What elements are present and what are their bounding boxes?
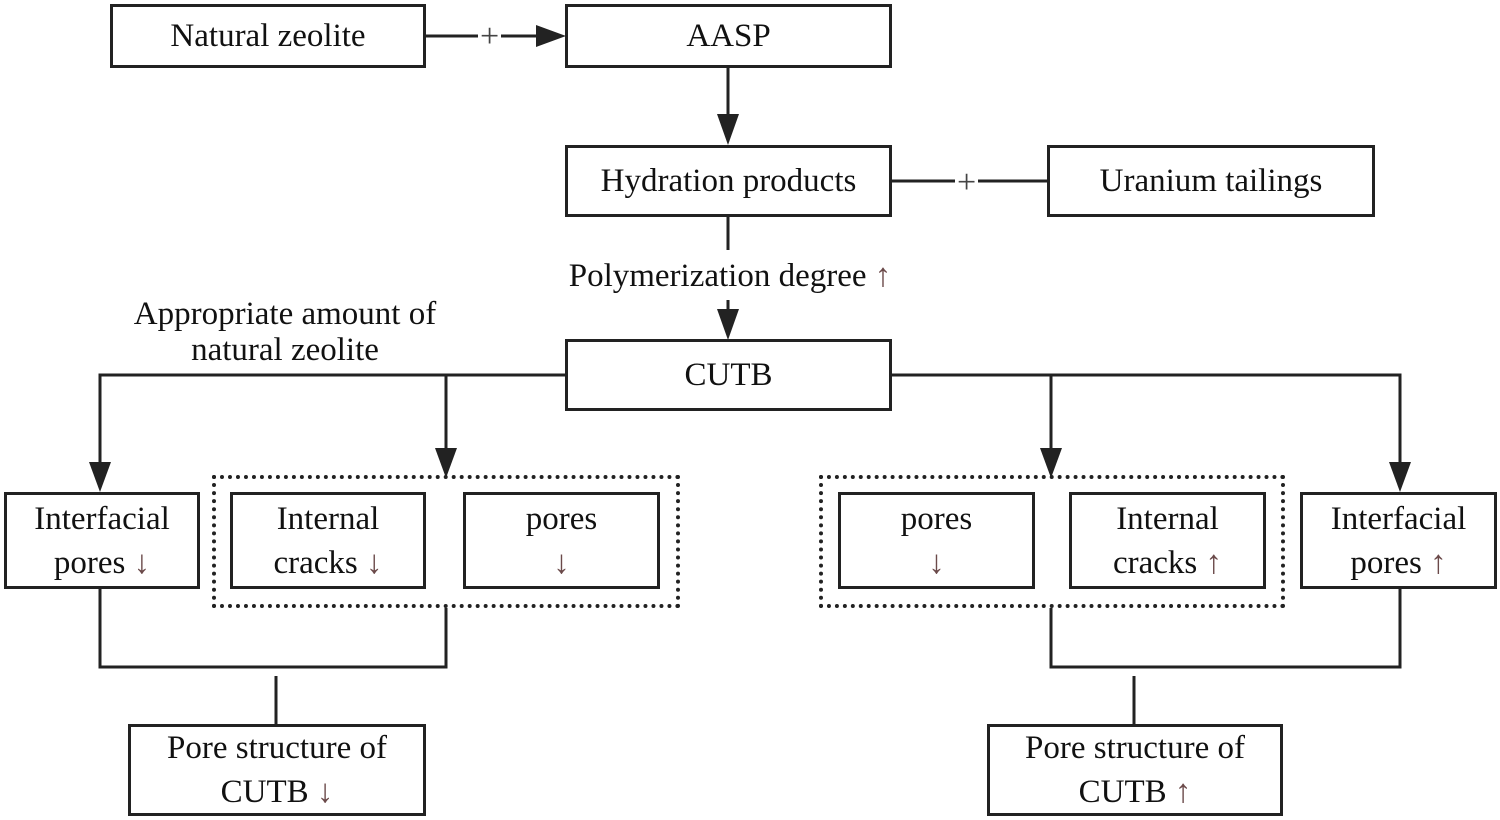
- arrowhead-cutb: [717, 309, 739, 340]
- natural-zeolite-label: Natural zeolite: [170, 18, 366, 54]
- polymerization-arrow: ↑: [874, 258, 892, 294]
- natural-zeolite-node: Natural zeolite: [110, 4, 426, 68]
- hydration-products-node: Hydration products: [565, 145, 892, 217]
- arrowhead-left-interfacial: [89, 462, 111, 492]
- right-interfacial-pores-node: Interfacial pores ↑: [1300, 492, 1497, 589]
- cutb-label: CUTB: [684, 357, 773, 393]
- down-arrow-icon: ↓: [316, 774, 334, 810]
- plus-sign-uranium: +: [955, 164, 979, 201]
- up-arrow-icon: ↑: [1205, 544, 1223, 581]
- left-internal-cracks-node: Internal cracks ↓: [230, 492, 426, 589]
- arrowhead-right-interfacial: [1389, 462, 1411, 492]
- uranium-tailings-label: Uranium tailings: [1099, 163, 1323, 199]
- left-pores-node: pores ↓: [463, 492, 660, 589]
- left-pore-structure-node: Pore structure of CUTB ↓: [128, 724, 426, 816]
- down-arrow-icon: ↓: [366, 544, 383, 581]
- edge-cutb-left: [98, 373, 566, 468]
- right-internal-cracks-node: Internal cracks ↑: [1069, 492, 1266, 589]
- arrowhead-right-dotted: [1040, 448, 1062, 478]
- left-interfacial-pores-node: Interfacial pores ↓: [4, 492, 200, 589]
- uranium-tailings-node: Uranium tailings: [1047, 145, 1375, 217]
- plus-sign-zeolite: +: [478, 18, 502, 55]
- edge-right-merge: [1049, 588, 1402, 669]
- down-arrow-icon: ↓: [553, 544, 570, 581]
- arrowhead-left-dotted: [435, 448, 457, 478]
- aasp-node: AASP: [565, 4, 892, 68]
- polymerization-degree-label: Polymerization degree ↑: [530, 258, 930, 294]
- aasp-label: AASP: [686, 18, 771, 54]
- edge-left-merge: [98, 588, 448, 669]
- down-arrow-icon: ↓: [133, 544, 151, 581]
- right-pore-structure-node: Pore structure of CUTB ↑: [987, 724, 1283, 816]
- arrowhead-hydration: [717, 114, 739, 145]
- left-dotted-group: [212, 475, 680, 608]
- appropriate-amount-label: Appropriate amount of natural zeolite: [133, 296, 437, 368]
- edge-cutb-right: [891, 373, 1402, 468]
- arrowhead-aasp: [536, 25, 566, 47]
- down-arrow-icon: ↓: [928, 544, 945, 581]
- cutb-node: CUTB: [565, 339, 892, 411]
- right-dotted-group: [819, 475, 1285, 608]
- right-pores-node: pores ↓: [838, 492, 1035, 589]
- up-arrow-icon: ↑: [1430, 544, 1447, 581]
- hydration-products-label: Hydration products: [600, 163, 857, 199]
- up-arrow-icon: ↑: [1174, 774, 1192, 810]
